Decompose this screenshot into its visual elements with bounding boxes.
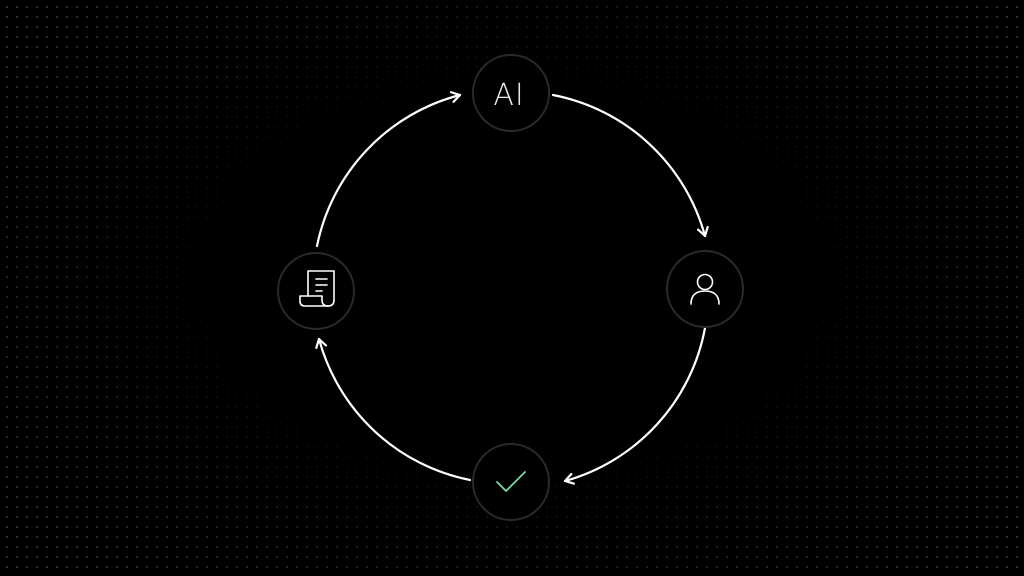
person-icon	[690, 273, 720, 305]
node-person	[666, 250, 744, 328]
node-ai-circle	[472, 54, 550, 132]
arrow-document-to-ai	[315, 95, 462, 248]
node-ai-label: AI	[493, 78, 524, 113]
arrow-check-to-document	[319, 337, 472, 482]
arrow-person-to-check	[563, 326, 707, 481]
document-scroll-icon	[299, 270, 335, 307]
checkmark-icon	[496, 471, 526, 492]
node-document	[277, 252, 355, 330]
arrow-ai-to-person	[551, 93, 705, 238]
node-ai: AI	[472, 54, 550, 132]
node-check	[472, 443, 550, 521]
node-check-circle	[472, 443, 550, 521]
